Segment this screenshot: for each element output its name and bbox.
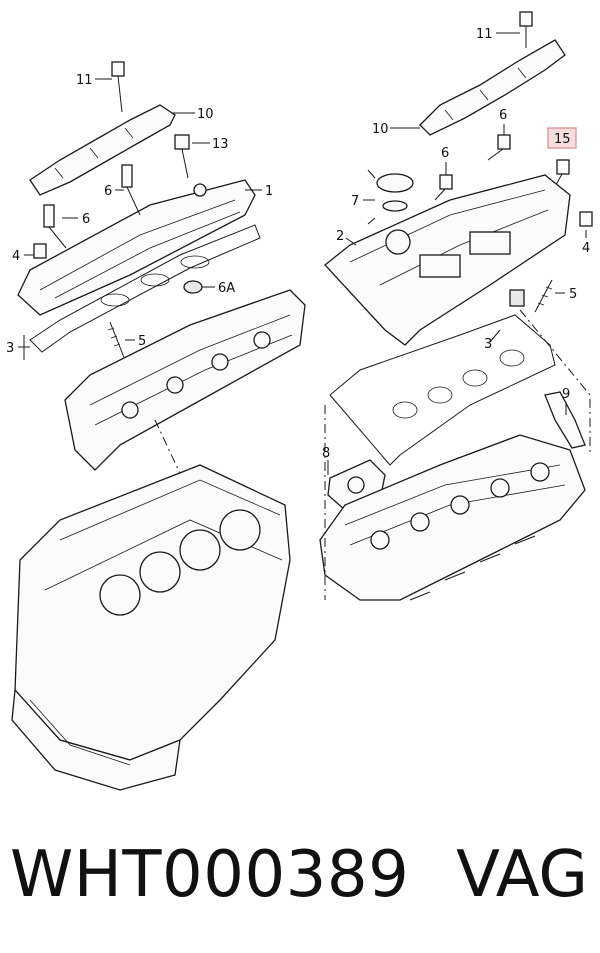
callout-5-right: 5 bbox=[569, 287, 577, 302]
callout-10-right: 10 bbox=[372, 122, 389, 137]
gasket-right bbox=[329, 289, 556, 466]
bolt-11-right bbox=[519, 11, 533, 48]
cover-strip-right bbox=[419, 39, 566, 136]
callout-2: 2 bbox=[336, 229, 344, 244]
oil-filler-cap-7 bbox=[367, 169, 414, 225]
caption-bar: WHT000389 VAG bbox=[0, 835, 600, 925]
callout-15: 15 bbox=[554, 132, 571, 147]
nut-4-right bbox=[579, 211, 593, 227]
studs-6-left bbox=[43, 164, 141, 249]
callout-4-right: 4 bbox=[582, 241, 590, 256]
stud-5-left bbox=[107, 321, 126, 361]
highlight-box-15 bbox=[547, 127, 577, 149]
callout-6-right-b: 6 bbox=[441, 146, 449, 161]
callout-11-right: 11 bbox=[476, 27, 493, 42]
cylinder-head-right bbox=[319, 434, 586, 601]
callout-6A: 6A bbox=[218, 281, 235, 296]
nut-4-left bbox=[33, 243, 47, 259]
callout-3-right: 3 bbox=[484, 337, 492, 352]
callout-10-left: 10 bbox=[197, 107, 214, 122]
callout-6-right-a: 6 bbox=[499, 108, 507, 123]
callout-11-left: 11 bbox=[76, 73, 93, 88]
callout-7: 7 bbox=[351, 194, 359, 209]
callout-6-left-a: 6 bbox=[104, 184, 112, 199]
callout-9: 9 bbox=[562, 387, 570, 402]
callout-6-left-b: 6 bbox=[82, 212, 90, 227]
gasket-left bbox=[29, 224, 261, 353]
leader-lines bbox=[18, 32, 587, 475]
callout-8: 8 bbox=[322, 446, 330, 461]
part-number-text: WHT000389 bbox=[10, 838, 410, 912]
callout-1: 1 bbox=[265, 184, 273, 199]
plug-6A bbox=[183, 280, 203, 294]
callout-4-left: 4 bbox=[12, 249, 20, 264]
exploded-engine-diagram: 11 10 13 1 6 6 4 6A 3 5 11 10 6 15 6 7 2… bbox=[6, 11, 593, 791]
callout-3-left: 3 bbox=[6, 341, 14, 356]
bolt-13 bbox=[174, 134, 190, 179]
cover-strip-left bbox=[29, 104, 176, 196]
stud-5-right bbox=[534, 279, 553, 313]
callout-13: 13 bbox=[212, 137, 229, 152]
bracket-9 bbox=[544, 391, 586, 449]
valve-cover-right bbox=[324, 174, 571, 346]
callout-labels: 11 10 13 1 6 6 4 6A 3 5 11 10 6 15 6 7 2… bbox=[6, 27, 590, 461]
cylinder-head-left bbox=[64, 289, 306, 471]
valve-cover-left bbox=[17, 179, 256, 316]
callout-5-left: 5 bbox=[138, 334, 146, 349]
bolts-6-right bbox=[434, 134, 511, 201]
brand-text: VAG bbox=[456, 838, 588, 912]
engine-block bbox=[11, 464, 291, 791]
head-bolts-right bbox=[409, 535, 536, 601]
bolt-11-left bbox=[111, 61, 125, 113]
